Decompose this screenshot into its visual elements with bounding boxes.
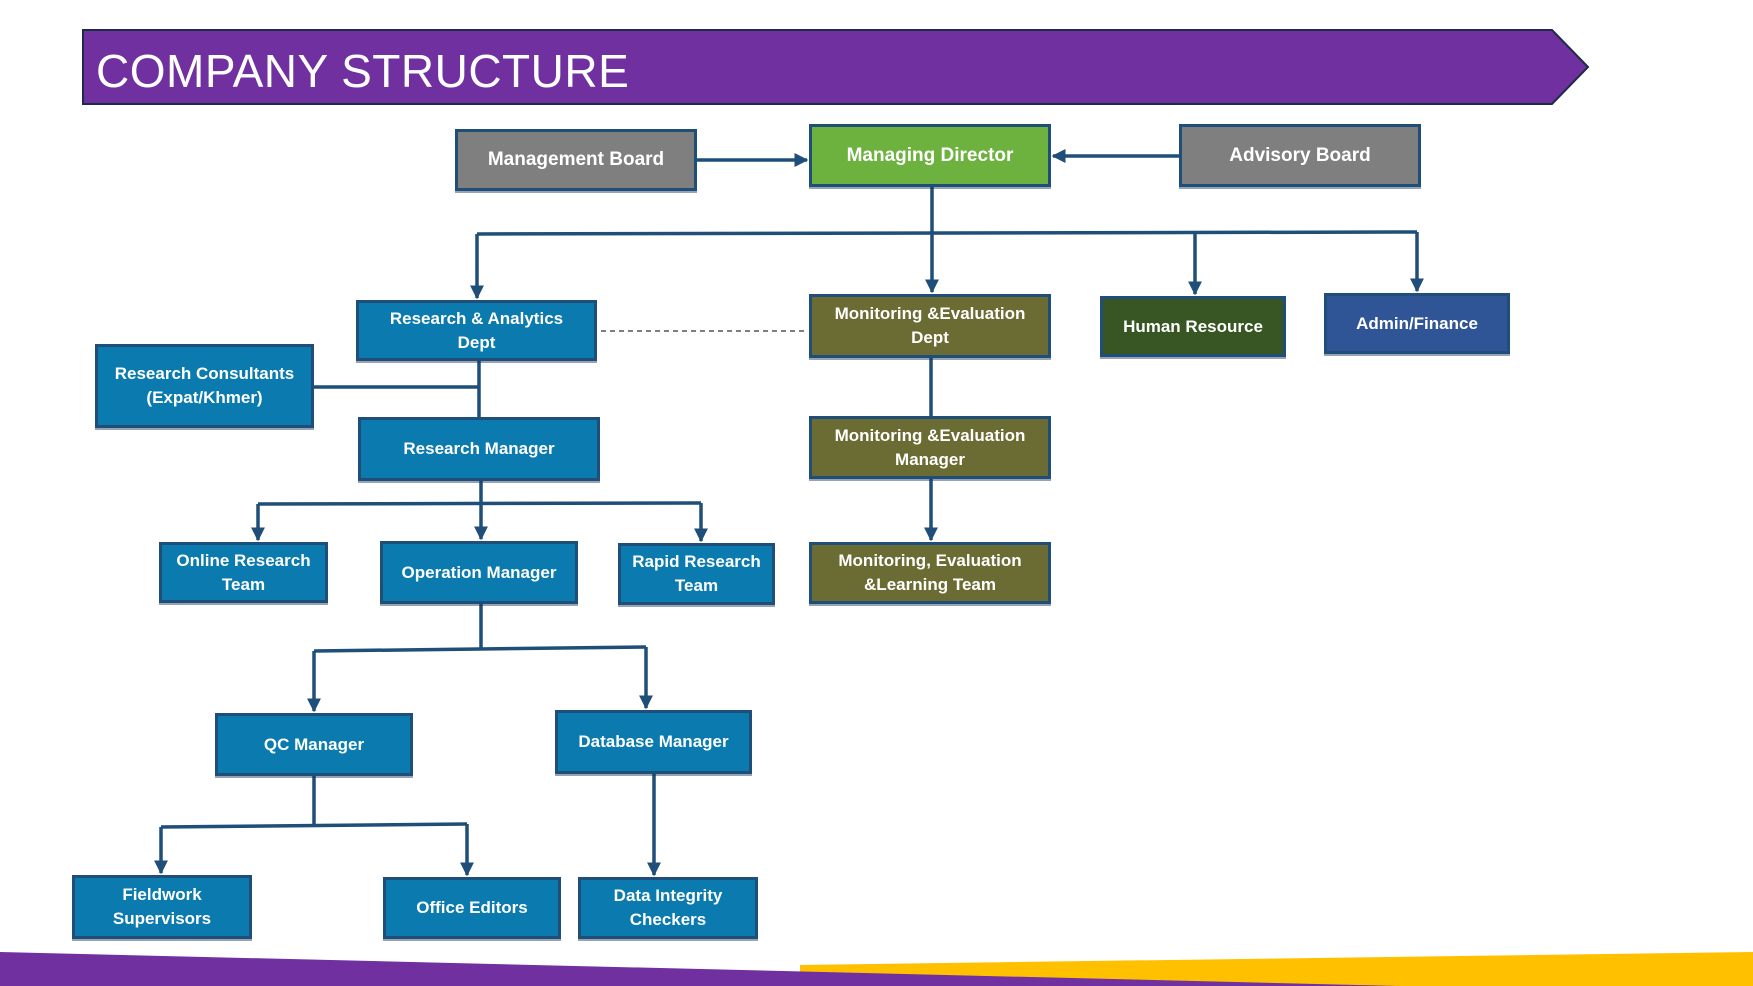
node-label: Human Resource: [1123, 316, 1263, 336]
node-label: Rapid Research Team: [632, 552, 761, 595]
node-me-manager[interactable]: Monitoring &Evaluation Manager: [809, 416, 1051, 479]
node-operation-manager[interactable]: Operation Manager: [380, 541, 578, 604]
node-label: Online Research Team: [176, 550, 311, 594]
node-research-consultants[interactable]: Research Consultants (Expat/Khmer): [95, 344, 314, 428]
connector-qc-bus: [160, 822, 468, 829]
node-advisory-board[interactable]: Advisory Board: [1179, 124, 1421, 187]
footer-purple-stripe: [0, 952, 1400, 986]
node-label: Office Editors: [416, 898, 528, 917]
node-label: Monitoring &Evaluation Manager: [834, 425, 1026, 469]
node-label: Advisory Board: [1229, 144, 1371, 166]
node-label: Monitoring, Evaluation &Learning Team: [838, 551, 1022, 594]
node-rapid-research-team[interactable]: Rapid Research Team: [618, 543, 775, 605]
node-label: Monitoring &Evaluation Dept: [834, 304, 1026, 347]
node-fieldwork-supervisors[interactable]: Fieldwork Supervisors: [72, 875, 252, 939]
node-management-board[interactable]: Management Board: [455, 129, 697, 191]
node-label: Research & Analytics Dept: [389, 308, 564, 352]
node-managing-director[interactable]: Managing Director: [809, 124, 1051, 187]
node-label: Database Manager: [578, 732, 729, 751]
node-mel-team[interactable]: Monitoring, Evaluation &Learning Team: [809, 542, 1051, 604]
node-label: Research Consultants (Expat/Khmer): [114, 364, 295, 407]
node-research-analytics-dept[interactable]: Research & Analytics Dept: [356, 300, 597, 361]
node-qc-manager[interactable]: QC Manager: [215, 713, 413, 776]
node-label: QC Manager: [263, 734, 365, 754]
node-admin-finance[interactable]: Admin/Finance: [1324, 293, 1510, 354]
node-me-dept[interactable]: Monitoring &Evaluation Dept: [809, 294, 1051, 358]
node-label: Admin/Finance: [1356, 313, 1478, 333]
node-online-research-team[interactable]: Online Research Team: [159, 542, 328, 603]
node-office-editors[interactable]: Office Editors: [383, 877, 561, 939]
node-human-resource[interactable]: Human Resource: [1100, 296, 1286, 357]
connector-top-bus: [476, 230, 1418, 236]
node-label: Operation Manager: [401, 562, 557, 582]
node-label: Managing Director: [846, 144, 1014, 166]
connector-operation-bus: [313, 645, 647, 653]
page-title: COMPANY STRUCTURE: [96, 45, 630, 97]
node-research-manager[interactable]: Research Manager: [358, 417, 600, 481]
node-database-manager[interactable]: Database Manager: [555, 710, 752, 774]
node-label: Data Integrity Checkers: [613, 886, 723, 929]
title-banner: [82, 29, 1590, 105]
node-label: Management Board: [487, 149, 665, 170]
node-label: Fieldwork Supervisors: [112, 885, 212, 928]
node-label: Research Manager: [403, 439, 555, 458]
node-data-integrity-checkers[interactable]: Data Integrity Checkers: [578, 877, 758, 939]
